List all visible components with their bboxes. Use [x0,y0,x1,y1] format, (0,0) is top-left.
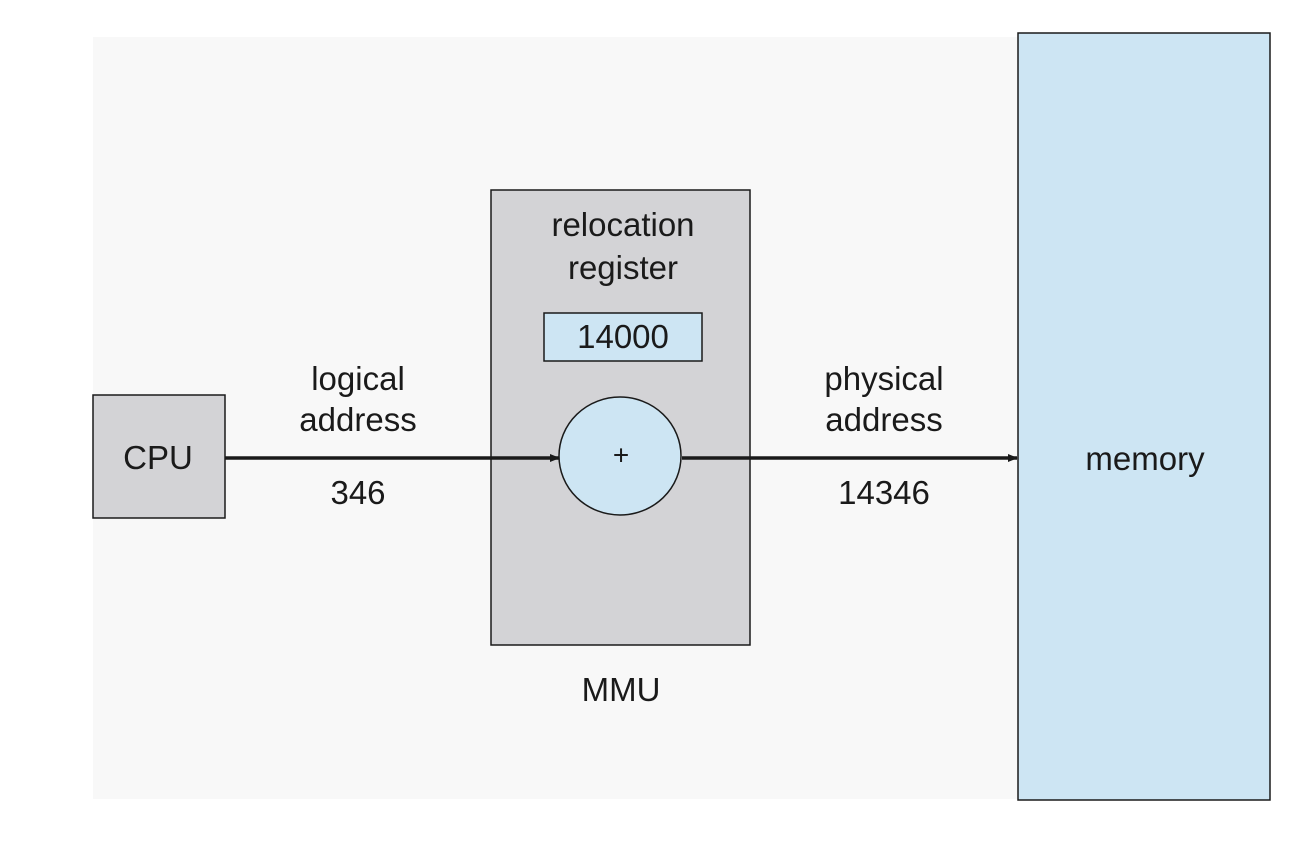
logical-address-label-line2: address [299,401,416,438]
memory-block [1017,32,1271,801]
physical-address-value: 14346 [838,474,930,511]
relocation-register-title-line2: register [568,249,678,286]
logical-address-value: 346 [330,474,385,511]
logical-address-label-line1: logical [311,360,405,397]
relocation-register-box [543,312,703,362]
mmu-caption: MMU [582,671,661,708]
relocation-register-value: 14000 [577,318,669,355]
physical-address-label-line1: physical [824,360,943,397]
cpu-label: CPU [123,439,193,476]
relocation-register-title-line1: relocation [551,206,694,243]
adder-circle [558,396,682,516]
physical-address-label-line2: address [825,401,942,438]
cpu-box [92,394,226,519]
adder-plus-symbol: + [613,439,629,470]
memory-label: memory [1085,440,1205,477]
